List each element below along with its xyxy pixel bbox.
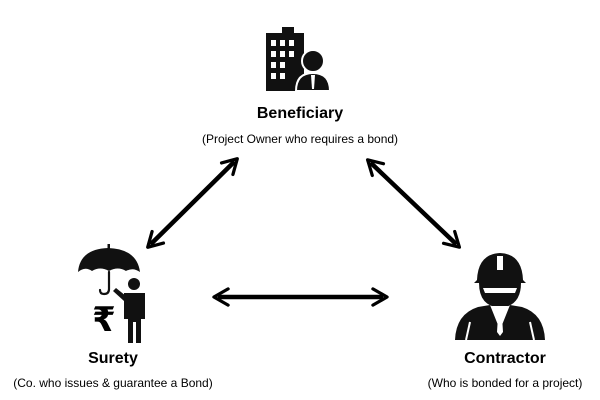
- umbrella-person-rupee-icon: [78, 244, 145, 343]
- beneficiary-subtitle: (Project Owner who requires a bond): [201, 132, 399, 146]
- rupee-symbol: ₹: [92, 300, 116, 340]
- arrow-beneficiary-contractor: [365, 158, 462, 249]
- office-building-person-icon: [266, 27, 332, 92]
- hard-hat-worker-icon: [455, 253, 545, 341]
- surety-node: Surety (Co. who issues & guarantee a Bon…: [0, 350, 226, 390]
- beneficiary-node: Beneficiary (Project Owner who requires …: [150, 105, 450, 146]
- arrow-beneficiary-surety: [146, 157, 239, 249]
- contractor-subtitle: (Who is bonded for a project): [427, 376, 583, 390]
- contractor-title: Contractor: [464, 350, 546, 367]
- contractor-node: Contractor (Who is bonded for a project): [410, 350, 600, 390]
- beneficiary-title: Beneficiary: [256, 105, 344, 122]
- surety-title: Surety: [88, 350, 138, 367]
- surety-subtitle: (Co. who issues & guarantee a Bond): [13, 376, 213, 390]
